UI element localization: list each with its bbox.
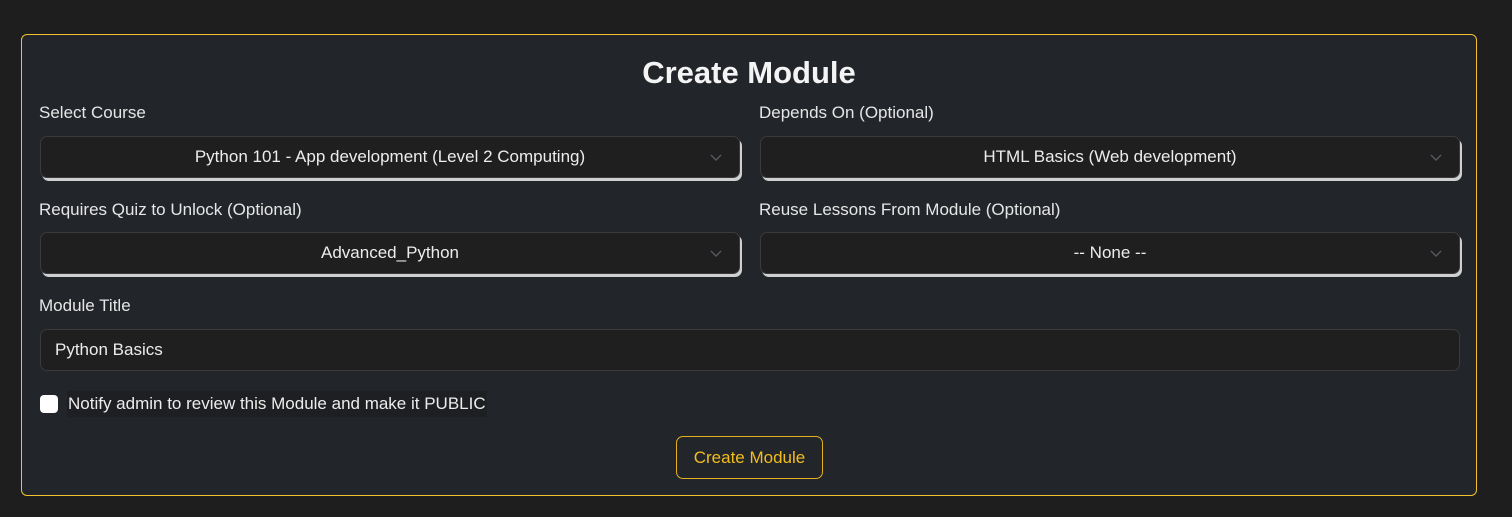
select-course-label: Select Course — [39, 103, 146, 122]
module-title-label: Module Title — [39, 296, 131, 315]
depends-on-label: Depends On (Optional) — [759, 103, 934, 122]
select-course-value: Python 101 - App development (Level 2 Co… — [194, 147, 586, 166]
notify-admin-row[interactable]: Notify admin to review this Module and m… — [40, 391, 487, 417]
page-title: Create Module — [642, 55, 856, 90]
reuse-lessons-label: Reuse Lessons From Module (Optional) — [759, 200, 1061, 219]
notify-admin-checkbox[interactable] — [40, 395, 58, 413]
depends-on-value: HTML Basics (Web development) — [983, 147, 1237, 166]
requires-quiz-label: Requires Quiz to Unlock (Optional) — [39, 200, 302, 219]
chevron-down-icon — [1430, 154, 1442, 161]
reuse-lessons-value: -- None -- — [1073, 243, 1147, 262]
chevron-down-icon — [710, 154, 722, 161]
module-title-input[interactable] — [40, 329, 1460, 371]
create-module-button[interactable]: Create Module — [676, 436, 823, 479]
chevron-down-icon — [710, 250, 722, 257]
reuse-lessons-dropdown[interactable]: -- None -- — [760, 232, 1460, 274]
requires-quiz-value: Advanced_Python — [321, 243, 459, 262]
depends-on-dropdown[interactable]: HTML Basics (Web development) — [760, 136, 1460, 178]
create-module-card: Create Module Select Course Python 101 -… — [21, 34, 1477, 496]
requires-quiz-dropdown[interactable]: Advanced_Python — [40, 232, 740, 274]
notify-admin-label[interactable]: Notify admin to review this Module and m… — [67, 391, 487, 417]
chevron-down-icon — [1430, 250, 1442, 257]
select-course-dropdown[interactable]: Python 101 - App development (Level 2 Co… — [40, 136, 740, 178]
